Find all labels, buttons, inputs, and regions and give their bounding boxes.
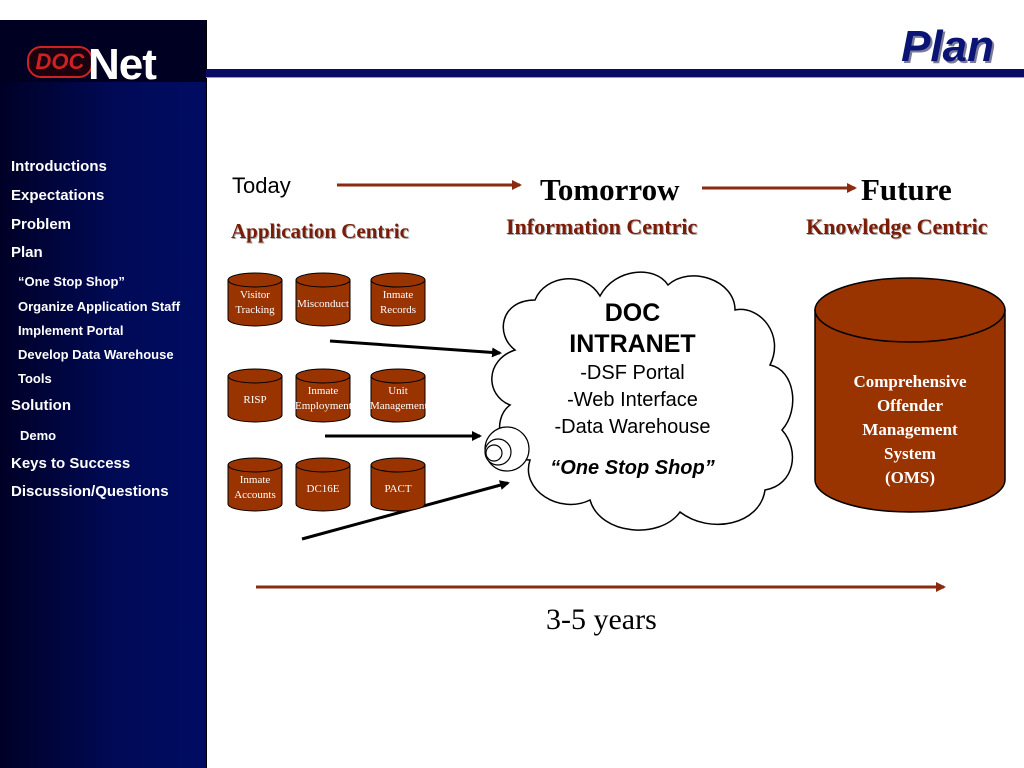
- logo-doc-mark: DOC: [27, 46, 93, 78]
- cloud-title-intranet: INTRANET: [569, 330, 696, 358]
- label-information-centric: Information Centric: [506, 214, 698, 239]
- header-rule-thin: [206, 77, 1024, 78]
- label-tomorrow: Tomorrow: [540, 172, 680, 207]
- cloud-item-web-interface: -Web Interface: [567, 389, 698, 411]
- nav-item-expectations[interactable]: Expectations: [11, 187, 105, 204]
- db-label: Inmate Records: [379, 289, 417, 316]
- cloud-item-data-warehouse: -Data Warehouse: [554, 416, 711, 438]
- nav-item-solution[interactable]: Solution: [11, 397, 71, 414]
- nav-item-discussion[interactable]: Discussion/Questions: [11, 483, 169, 500]
- nav-item-demo[interactable]: Demo: [20, 428, 57, 443]
- oms-line: System: [884, 444, 936, 463]
- nav-item-problem[interactable]: Problem: [11, 216, 72, 233]
- db-label: Misconduct: [297, 298, 349, 310]
- cloud-item-dsf-portal: -DSF Portal: [580, 362, 685, 384]
- cloud-slogan: “One Stop Shop”: [550, 457, 715, 479]
- db-unit-management: Unit Management: [370, 368, 428, 423]
- db-pact: PACT: [370, 457, 426, 512]
- page-title: Plan: [901, 22, 994, 71]
- nav-item-data-warehouse[interactable]: Develop Data Warehouse: [18, 347, 174, 362]
- db-label: Visitor Tracking: [235, 289, 275, 316]
- db-inmate-employment: Inmate Employment: [295, 368, 352, 423]
- logo-net-text: Net: [88, 40, 157, 89]
- nav-item-one-stop-shop[interactable]: “One Stop Shop”: [18, 274, 125, 289]
- nav-item-tools[interactable]: Tools: [18, 371, 52, 386]
- db-label: Inmate Accounts: [234, 474, 276, 501]
- db-inmate-records: Inmate Records: [370, 272, 426, 327]
- db-label: Inmate Employment: [295, 385, 352, 412]
- nav-item-implement-portal[interactable]: Implement Portal: [18, 323, 124, 338]
- oms-line: Management: [862, 420, 958, 439]
- sidebar: [0, 20, 207, 768]
- intranet-cloud: [491, 271, 794, 531]
- label-today: Today: [232, 173, 291, 198]
- oms-line: Comprehensive: [853, 372, 967, 391]
- db-label: DC16E: [306, 483, 340, 495]
- oms-cylinder: [814, 277, 1006, 513]
- nav-item-organize-staff[interactable]: Organize Application Staff: [18, 299, 181, 314]
- db-label: RISP: [243, 394, 267, 406]
- cloud-content: DOC INTRANET -DSF Portal -Web Interface …: [520, 298, 745, 482]
- db-dc16e: DC16E: [295, 457, 351, 512]
- label-knowledge-centric: Knowledge Centric: [806, 214, 988, 239]
- oms-label: Comprehensive Offender Management System…: [815, 370, 1005, 490]
- db-misconduct: Misconduct: [295, 272, 351, 327]
- nav-item-keys-to-success[interactable]: Keys to Success: [11, 455, 131, 472]
- db-label: Unit Management: [370, 385, 428, 412]
- nav-item-plan[interactable]: Plan: [11, 244, 43, 261]
- label-application-centric: Application Centric: [231, 219, 409, 243]
- label-future: Future: [861, 172, 952, 207]
- oms-line: (OMS): [884, 468, 936, 487]
- logo: DOC Net: [0, 20, 206, 89]
- db-risp: RISP: [227, 368, 283, 423]
- oms-line: Offender: [876, 396, 944, 415]
- cloud-tail-circles: [484, 426, 530, 472]
- db-visitor-tracking: Visitor Tracking: [227, 272, 283, 327]
- db-inmate-accounts: Inmate Accounts: [227, 457, 283, 512]
- arrow-apps-row1: [329, 339, 502, 358]
- label-duration: 3-5 years: [546, 603, 657, 636]
- cloud-title-doc: DOC: [604, 299, 661, 327]
- header-rule: [206, 69, 1024, 77]
- db-label: PACT: [384, 483, 412, 495]
- nav-item-introductions[interactable]: Introductions: [11, 158, 107, 175]
